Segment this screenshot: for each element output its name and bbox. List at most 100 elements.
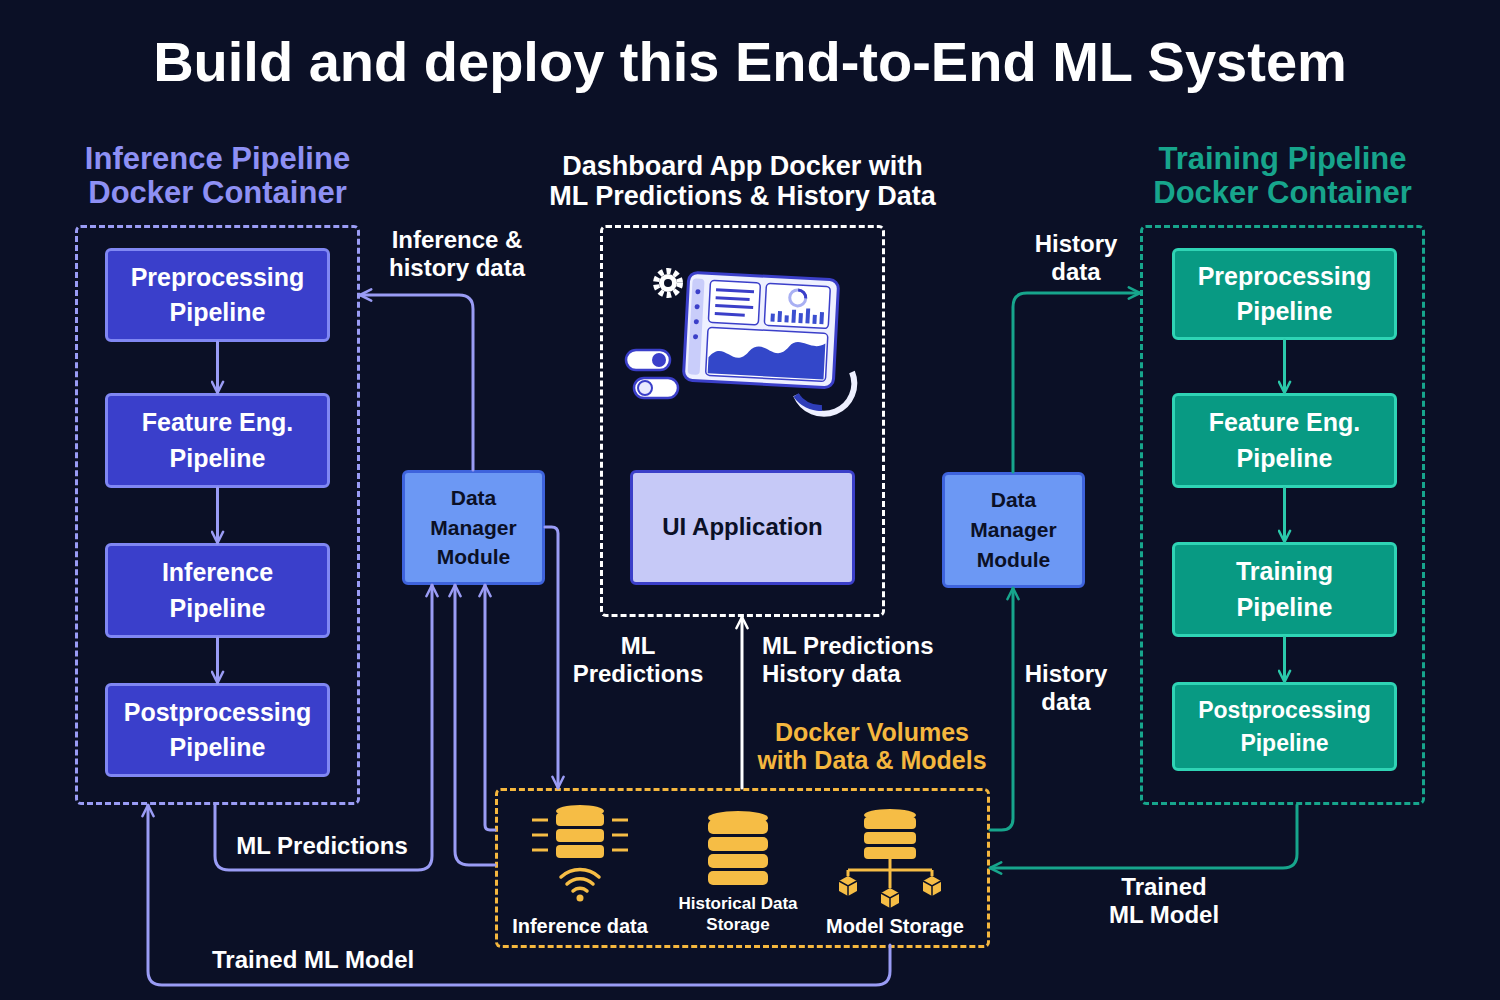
node-text: UI Application [662,510,822,544]
inference-data-icon-part [532,819,548,822]
storage-item: Historical Data Storage [668,800,808,945]
arc-decoration-part [796,372,854,414]
inference-data-icon-part [577,895,584,902]
model-storage-icon-part [881,893,899,908]
tablet-icon-part [716,298,750,300]
node-text: Data Manager Module [951,485,1076,574]
inference-data-icon-part [532,834,548,837]
edge-label: History data [1010,660,1122,715]
inference-data-icon-part [612,849,628,852]
connector-arrow [1283,340,1286,393]
arc-decoration [796,372,854,414]
tablet-icon-part [688,278,705,374]
toggle-icon-part [652,353,666,367]
container-heading: Training Pipeline Docker Container [1118,142,1448,211]
node-text: Model Storage [826,914,964,939]
model-storage-icon-part [864,817,916,829]
tablet-icon-part [798,290,806,298]
tablet-icon-part [715,306,753,308]
model-storage-icon-part [839,881,857,896]
inference-data-icon-part [556,813,604,826]
edge-label: ML Predictions [563,632,713,687]
process-box: Postprocessing Pipeline [105,683,330,777]
connector-arrow [990,805,1297,868]
node-text: Inference Pipeline [122,555,313,626]
connector-arrow [545,527,558,788]
inference-data-icon-part [567,879,593,884]
process-box: Inference Pipeline [105,543,330,638]
gear-icon-part [659,274,677,292]
model-storage-icon-part [923,876,941,896]
model-storage-icon-part [923,881,941,896]
historical-storage-icon-part [708,820,768,834]
node-text: Historical Data Storage [668,893,808,936]
tablet-icon-part [805,308,810,323]
tablet-icon-part [716,290,754,292]
connector-arrow [1283,637,1286,682]
inference-data-icon-part [561,870,599,877]
node-text: Preprocessing Pipeline [122,260,313,331]
tablet-icon [683,272,838,388]
inference-data-icon-part [612,834,628,837]
edge-label: Inference & history data [372,226,542,281]
container-heading: Docker Volumes with Data & Models [752,718,992,774]
tablet-icon-part [777,311,782,322]
model-storage-icon-part [889,859,892,888]
model-storage-icon-part [839,876,857,896]
storage-item: Inference data [500,800,660,945]
tablet-icon-part [695,289,700,294]
tablet-icon-part [695,304,700,309]
node-text: Preprocessing Pipeline [1189,259,1380,330]
gear-icon [656,271,680,295]
tablet-icon-part [708,280,760,325]
historical-storage-icon-part [708,837,768,851]
tablet-icon-part [791,310,796,323]
tablet-icon-part [764,283,830,328]
inference-data-icon-part [532,849,548,852]
edge-label: ML Predictions [222,832,422,860]
tablet-icon-part [715,314,745,316]
tablet-icon-part [706,327,828,381]
connector-arrow [216,488,219,543]
model-storage-icon-part [931,870,934,876]
tablet-icon-part [812,315,816,324]
tablet-icon-part [694,319,699,324]
node-text: Feature Eng. Pipeline [122,405,313,476]
process-box: Feature Eng. Pipeline [1172,393,1397,488]
model-storage-icon-part [881,888,899,908]
connector-arrow [455,585,495,865]
container-box: Docker Volumes with Data & ModelsInferen… [495,788,990,948]
tablet-icon-part [770,314,774,322]
toggle-icon-part [638,381,652,395]
edge-label: Trained ML Model [1104,873,1224,928]
edge-label: ML Predictions History data [762,632,962,687]
model-storage-icon-part [864,847,916,859]
tablet-icon-part [784,315,788,322]
connector-arrow [216,638,219,683]
container-heading: Inference Pipeline Docker Container [53,142,383,211]
connector-arrow [1013,293,1140,472]
process-box: Postprocessing Pipeline [1172,682,1397,771]
tablet-icon-part [789,290,806,307]
node-text: Data Manager Module [411,483,536,572]
container-box: Training Pipeline Docker ContainerPrepro… [1140,225,1425,805]
historical-storage-icon-part [708,854,768,868]
tablet-icon-part [693,334,698,339]
connector-arrow [485,585,495,830]
storage-item: Model Storage [815,800,975,945]
process-box: Preprocessing Pipeline [105,248,330,342]
dashboard-illustration [626,271,854,414]
inference-data-icon [532,805,628,902]
process-box: Feature Eng. Pipeline [105,393,330,488]
model-storage-icon-part [847,870,850,876]
tablet-icon-part [819,312,824,324]
connector-arrow [1283,488,1286,542]
connector-arrow [741,617,744,788]
edge-label: Trained ML Model [212,946,452,974]
title-text: Build and deploy this End-to-End ML Syst… [0,28,1500,95]
inference-data-icon-part [573,888,587,891]
node-text: Postprocessing Pipeline [1189,694,1380,759]
model-storage-icon-part [848,869,932,872]
connector-arrow [216,342,219,393]
